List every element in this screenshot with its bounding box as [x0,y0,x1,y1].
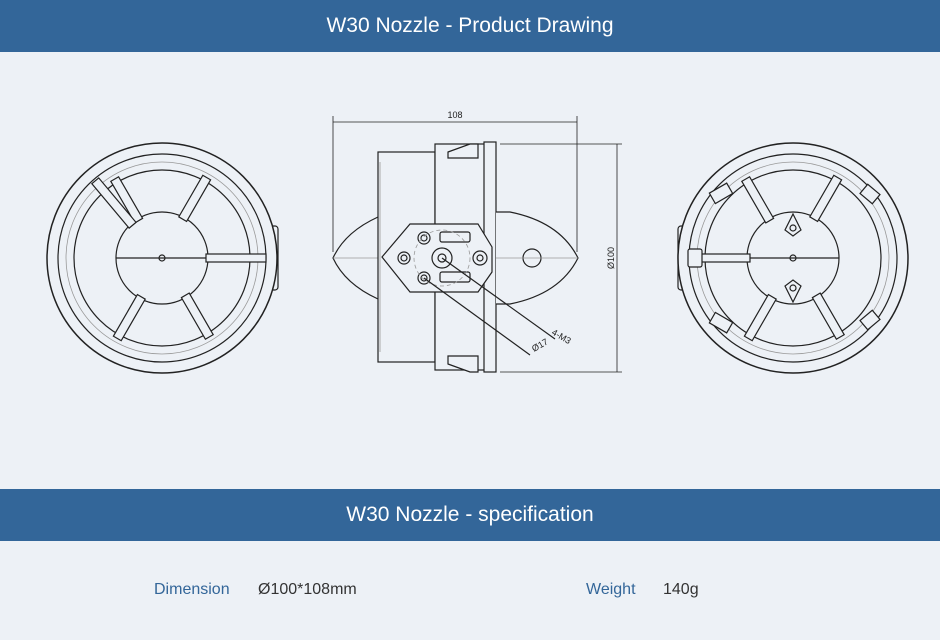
specification-section-header: W30 Nozzle - specification [0,489,940,541]
drawing-section-title: W30 Nozzle - Product Drawing [326,14,614,37]
technical-drawing-svg: 108 Ø100 4-M3 Ø17 [46,110,909,374]
drawing-section-header: W30 Nozzle - Product Drawing [0,0,940,52]
dimension-length-label: 108 [447,110,462,120]
front-view [46,142,279,374]
weight-value: 140g [663,581,699,598]
side-view [332,116,622,373]
weight-label: Weight [586,581,636,598]
product-drawing: 108 Ø100 4-M3 Ø17 [0,52,940,489]
dimension-label: Dimension [154,581,230,598]
front-view-struts [90,174,267,342]
dimension-diameter-label: Ø100 [606,247,616,269]
specification-section-title: W30 Nozzle - specification [346,503,594,526]
screw-callout-label: 4-M3 [550,327,573,346]
rear-view [677,142,909,374]
hole-callout-label: Ø17 [530,337,550,354]
dimension-value: Ø100*108mm [258,581,357,598]
